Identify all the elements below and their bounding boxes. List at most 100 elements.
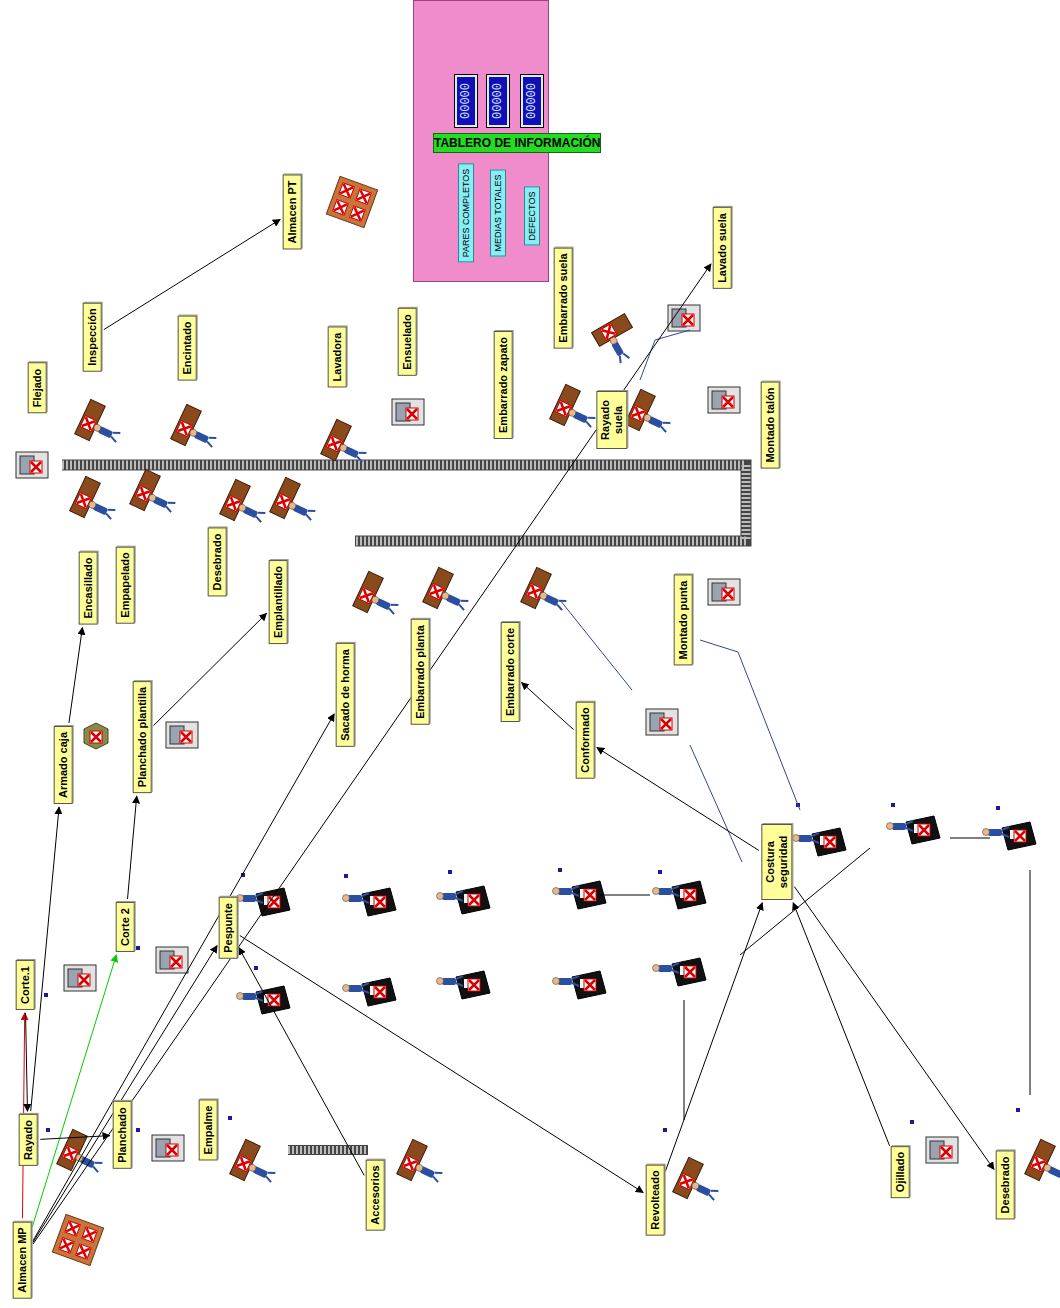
worker-legs: [708, 1188, 719, 1200]
status-box: [90, 731, 102, 743]
machine-body: [64, 965, 96, 991]
status-box: [1014, 830, 1026, 842]
sewing-machine: [456, 886, 490, 914]
flow-arrow: [793, 903, 889, 1146]
label-text: MEDIAS TOTALES: [493, 174, 503, 251]
status-box: [526, 584, 542, 600]
status-x: [1015, 831, 1025, 841]
transfer-line: [950, 838, 990, 839]
station-label: Planchado: [113, 1101, 132, 1169]
status-x: [137, 487, 150, 500]
worker-head: [437, 978, 444, 985]
status-x: [77, 494, 90, 507]
machine-station: [156, 947, 188, 973]
machine-body: [926, 1137, 958, 1163]
station-label: Corte.1: [16, 960, 35, 1010]
machine-station: [926, 1137, 958, 1163]
status-x: [1032, 1157, 1045, 1170]
worker-head: [237, 993, 244, 1000]
station-label: Almacen PT: [283, 175, 302, 250]
worker-head: [553, 978, 560, 985]
counter-label: PARES COMPLETOS: [458, 164, 474, 263]
worker-body: [558, 888, 572, 895]
status-x: [685, 967, 695, 977]
flow-arrow: [31, 807, 59, 1111]
machine-body: [166, 722, 198, 748]
status-x: [469, 980, 479, 990]
status-box: [166, 1144, 178, 1156]
label-text: 00000: [525, 83, 539, 119]
worker-legs: [456, 976, 463, 986]
worker-head: [343, 985, 350, 992]
station-label: Embarrado suela: [554, 247, 573, 348]
transfer-line: [1030, 870, 1031, 1095]
status-x: [227, 497, 240, 510]
status-box: [584, 979, 596, 991]
workbench-station: [70, 476, 123, 528]
label-text: Pespunte: [222, 903, 234, 953]
sewing-station: [653, 881, 707, 909]
worker-head: [553, 888, 560, 895]
station-label: Embarrado corte: [501, 622, 520, 722]
status-box: [30, 461, 42, 473]
workbench: [592, 314, 633, 347]
label-text: Flejado: [31, 369, 43, 408]
workbench-station: [270, 477, 323, 529]
station-label: Lavado suela: [713, 207, 732, 289]
label-text: Armado caja: [57, 732, 69, 798]
status-box: [428, 584, 444, 600]
workbench-station: [1025, 1139, 1060, 1191]
station-label: Empapelado: [116, 546, 135, 623]
label-text: Ensuelado: [401, 314, 413, 370]
status-x: [528, 585, 541, 598]
worker-legs: [256, 893, 263, 903]
worker-legs: [165, 500, 176, 512]
workbench-station: [423, 567, 476, 619]
pallet: [326, 176, 377, 227]
worker-legs: [105, 507, 116, 519]
label-text: 00000: [459, 83, 473, 119]
sewing-station: [237, 986, 291, 1014]
worker-legs: [906, 821, 913, 831]
label-text: Planchado: [116, 1107, 128, 1163]
workbench: [321, 419, 352, 460]
worker-legs: [206, 435, 217, 447]
workbench: [270, 477, 301, 518]
worker-body: [348, 985, 362, 992]
worker-legs: [255, 510, 266, 522]
counter-display: 00000: [455, 75, 477, 127]
workbench-station: [397, 1139, 450, 1191]
flow-arrow: [239, 948, 364, 1176]
status-x: [919, 825, 929, 835]
flow-arrow: [665, 903, 762, 1172]
sewing-machine: [456, 971, 490, 999]
machine-station: [166, 722, 198, 748]
label-text: Revolteado: [649, 1170, 661, 1229]
location-dot: [996, 806, 1000, 810]
sewing-station: [553, 881, 607, 909]
workbench-station: [673, 1157, 726, 1209]
machine-body: [152, 1135, 184, 1161]
storage-pallet: [52, 1214, 103, 1265]
flow-arrow: [26, 1013, 28, 1111]
workbench-station: [353, 571, 406, 623]
sewing-machine: [906, 816, 940, 844]
location-dot: [136, 1128, 140, 1132]
machine-body: [646, 709, 678, 735]
worker-head: [983, 829, 990, 836]
storage-pallet: [326, 176, 377, 227]
status-x: [171, 957, 181, 967]
status-box: [339, 183, 354, 198]
workbench: [171, 404, 202, 445]
flow-arrow: [69, 628, 82, 723]
label-text: Emplantillado: [272, 566, 284, 638]
status-x: [430, 585, 443, 598]
worker-body: [558, 978, 572, 985]
status-x: [723, 589, 733, 599]
worker-head: [237, 895, 244, 902]
status-box: [65, 1221, 80, 1236]
worker-body: [442, 893, 456, 900]
worker-legs: [432, 1170, 443, 1182]
